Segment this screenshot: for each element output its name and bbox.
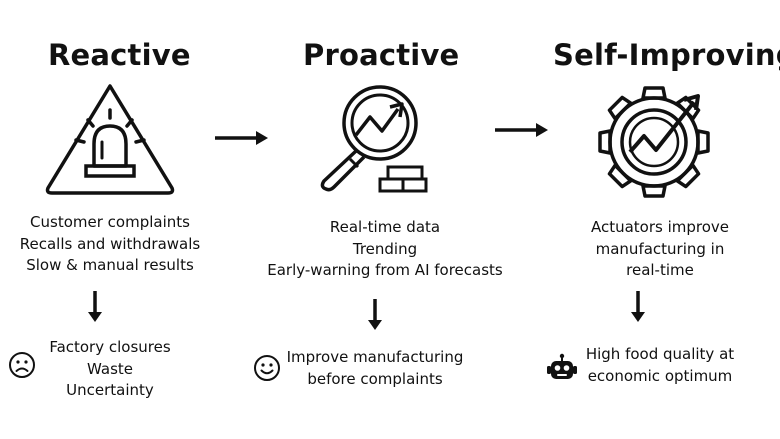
alarm-siren-warning-icon [45,84,175,195]
proactive-outcome: Improve manufacturing before complaints [285,347,465,390]
description-line: real-time [626,261,694,279]
description-line: manufacturing in [595,239,725,258]
description-line: Early-warning from AI forecasts [267,261,503,279]
outcome-line: economic optimum [587,366,733,385]
robot-icon [547,353,577,379]
right-arrow-icon [215,131,268,145]
description-line: Actuators improve [590,218,730,236]
smiley-face-icon [254,355,280,381]
sad-face-icon [9,352,35,378]
outcome-line: Waste [87,359,133,378]
down-arrow-icon [631,291,645,322]
right-arrow-icon [495,123,548,137]
outcome-line: High food quality at [585,345,735,363]
self-improving-outcome: High food quality at economic optimum [575,344,745,387]
description-line: Recalls and withdrawals [19,234,201,253]
self-improving-description: Actuators improve manufacturing in real-… [575,217,745,282]
reactive-outcome: Factory closures Waste Uncertainty [30,337,190,402]
down-arrow-icon [368,299,382,330]
stage-title-reactive: Reactive [48,38,191,72]
description-line: Customer complaints [30,213,190,231]
outcome-line: Improve manufacturing [286,348,464,366]
description-line: Trending [352,239,418,258]
outcome-line: Uncertainty [66,381,154,399]
stage-title-proactive: Proactive [303,38,460,72]
outcome-line: before complaints [307,369,443,388]
outcome-line: Factory closures [49,338,171,356]
down-arrow-icon [88,291,102,322]
description-line: Real-time data [329,218,441,236]
reactive-description: Customer complaints Recalls and withdraw… [10,212,210,277]
stage-title-self-improving: Self-Improving [553,38,780,72]
proactive-description: Real-time data Trending Early-warning fr… [255,217,515,282]
description-line: Slow & manual results [26,256,194,274]
gear-trend-icon [598,86,710,198]
magnifier-trend-icon [320,85,428,193]
